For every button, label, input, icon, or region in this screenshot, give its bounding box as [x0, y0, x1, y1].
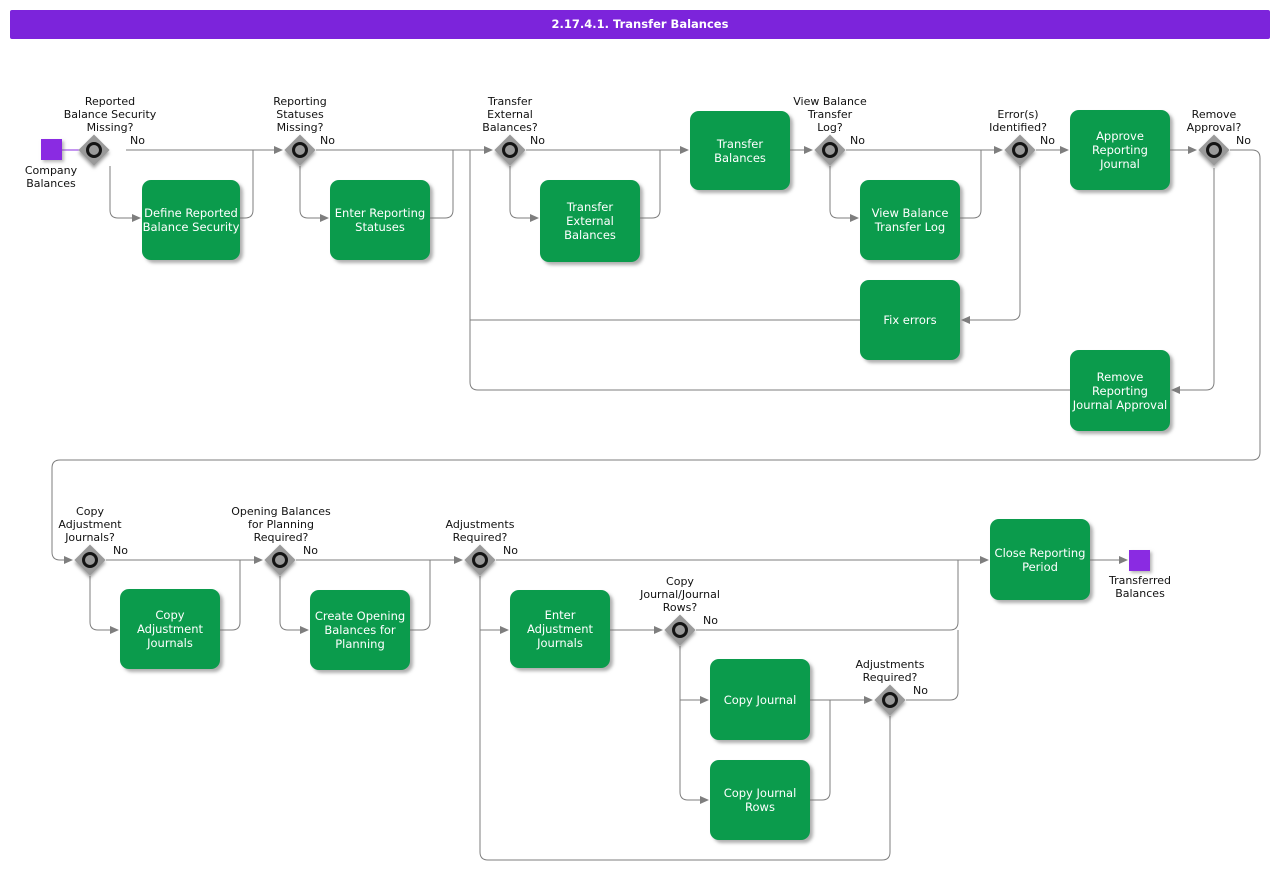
decision-label: Copy Adjustment Journals?	[58, 505, 122, 544]
diagram-title-bar: 2.17.4.1. Transfer Balances	[10, 10, 1270, 39]
start-node	[41, 139, 62, 160]
decision-label: Remove Approval?	[1186, 108, 1242, 134]
no-branch-label: No	[320, 134, 335, 147]
decision-ring-icon	[1011, 141, 1028, 158]
decision-reporting-statuses-missing	[284, 134, 316, 166]
no-branch-label: No	[850, 134, 865, 147]
activity-create-opening-balances-for-planning: Create Opening Balances for Planning	[310, 590, 410, 670]
decision-adjustments-required-2	[874, 684, 906, 716]
decision-label: Error(s) Identified?	[989, 108, 1047, 134]
no-branch-label: No	[113, 544, 128, 557]
activity-transfer-external-balances: Transfer External Balances	[540, 180, 640, 262]
decision-label: Reporting Statuses Missing?	[273, 95, 327, 134]
no-branch-label: No	[530, 134, 545, 147]
end-node	[1129, 550, 1150, 571]
decision-label: View Balance Transfer Log?	[793, 95, 867, 134]
decision-ring-icon	[671, 621, 688, 638]
no-branch-label: No	[913, 684, 928, 697]
decision-copy-adjustment-journals	[74, 544, 106, 576]
no-branch-label: No	[503, 544, 518, 557]
decision-label: Adjustments Required?	[855, 658, 925, 684]
decision-ring-icon	[81, 551, 98, 568]
no-branch-label: No	[130, 134, 145, 147]
end-node-label: Transferred Balances	[1108, 574, 1172, 600]
decision-label: Opening Balances for Planning Required?	[231, 505, 331, 544]
start-node-label: Company Balances	[24, 164, 78, 190]
activity-copy-adjustment-journals: Copy Adjustment Journals	[120, 589, 220, 669]
decision-ring-icon	[85, 141, 102, 158]
no-branch-label: No	[1236, 134, 1251, 147]
activity-enter-adjustment-journals: Enter Adjustment Journals	[510, 590, 610, 668]
decision-ring-icon	[821, 141, 838, 158]
decision-ring-icon	[501, 141, 518, 158]
activity-view-balance-transfer-log: View Balance Transfer Log	[860, 180, 960, 260]
decision-label: Reported Balance Security Missing?	[63, 95, 157, 134]
activity-close-reporting-period: Close Reporting Period	[990, 519, 1090, 600]
decision-opening-balances-for-planning-required	[264, 544, 296, 576]
decision-ring-icon	[291, 141, 308, 158]
activity-approve-reporting-journal: Approve Reporting Journal	[1070, 110, 1170, 190]
decision-reported-balance-security-missing	[78, 134, 110, 166]
decision-ring-icon	[1205, 141, 1222, 158]
decision-label: Transfer External Balances?	[482, 95, 538, 134]
activity-copy-journal: Copy Journal	[710, 659, 810, 740]
decision-label: Copy Journal/Journal Rows?	[640, 575, 720, 614]
activity-remove-reporting-journal-approval: Remove Reporting Journal Approval	[1070, 350, 1170, 431]
no-branch-label: No	[303, 544, 318, 557]
decision-ring-icon	[471, 551, 488, 568]
decision-label: Adjustments Required?	[445, 518, 515, 544]
decision-errors-identified	[1004, 134, 1036, 166]
decision-view-balance-transfer-log	[814, 134, 846, 166]
activity-transfer-balances: Transfer Balances	[690, 111, 790, 190]
decision-ring-icon	[881, 691, 898, 708]
decision-copy-journal-journal-rows	[664, 614, 696, 646]
activity-enter-reporting-statuses: Enter Reporting Statuses	[330, 180, 430, 260]
activity-fix-errors: Fix errors	[860, 280, 960, 360]
activity-copy-journal-rows: Copy Journal Rows	[710, 760, 810, 840]
no-branch-label: No	[703, 614, 718, 627]
decision-remove-approval	[1198, 134, 1230, 166]
activity-define-reported-balance-security: Define Reported Balance Security	[142, 180, 240, 260]
decision-adjustments-required-1	[464, 544, 496, 576]
decision-ring-icon	[271, 551, 288, 568]
no-branch-label: No	[1040, 134, 1055, 147]
decision-transfer-external-balances	[494, 134, 526, 166]
